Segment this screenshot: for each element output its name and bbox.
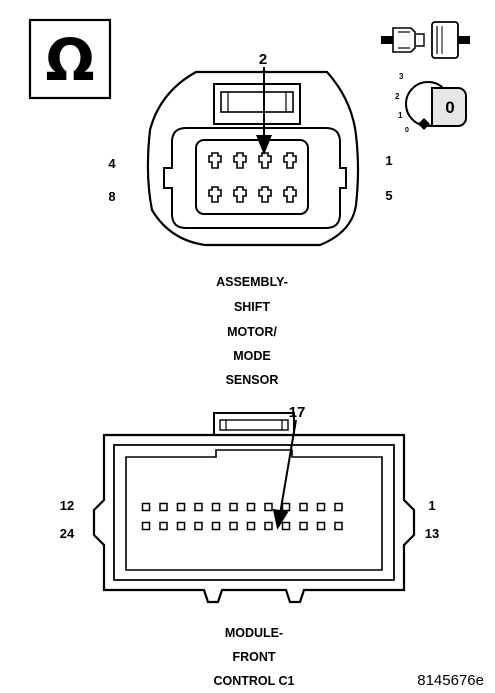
bottom-callout-number: 17 xyxy=(289,404,306,421)
top-pin-label-8: 8 xyxy=(108,189,115,204)
bottom-pin-12 xyxy=(141,502,151,512)
bottom-pin-9 xyxy=(194,502,203,512)
ignition-pos-0: 0 xyxy=(405,127,409,134)
ignition-pos-3: 3 xyxy=(399,72,404,81)
bottom-pin-16 xyxy=(281,521,291,531)
top-caption-line-4: MODE xyxy=(233,349,271,363)
bottom-pin-grid xyxy=(141,502,343,531)
ignition-pos-1: 1 xyxy=(398,111,403,120)
ohmmeter-icon: Ω xyxy=(28,18,112,100)
bottom-pin-4 xyxy=(281,502,291,512)
bottom-caption-line-1: MODULE- xyxy=(225,626,283,640)
shift-motor-connector xyxy=(146,70,360,247)
bottom-pin-20 xyxy=(211,521,221,531)
bottom-pin-10 xyxy=(176,502,186,512)
top-pin-label-1: 1 xyxy=(385,153,392,168)
bottom-pin-label-12: 12 xyxy=(60,498,74,513)
bottom-pin-11 xyxy=(159,502,168,512)
ignition-key-icon: 3 2 1 0 0 xyxy=(395,72,467,134)
top-caption-line-1: ASSEMBLY- xyxy=(216,275,288,289)
bottom-pin-8 xyxy=(211,502,221,512)
ignition-pos-2: 2 xyxy=(395,92,400,101)
bottom-pin-2 xyxy=(316,502,326,512)
top-pin-label-5: 5 xyxy=(385,188,392,203)
bottom-connector-caption: MODULE- FRONT CONTROL C1 xyxy=(213,626,294,688)
bottom-pin-14 xyxy=(316,521,326,531)
ignition-key-label: 0 xyxy=(445,98,454,117)
bottom-pin-label-13: 13 xyxy=(425,526,439,541)
bottom-pin-1 xyxy=(334,502,343,512)
bottom-pin-17 xyxy=(264,521,273,531)
ohm-symbol: Ω xyxy=(45,26,94,94)
bottom-pin-6 xyxy=(246,502,256,512)
top-caption-line-5: SENSOR xyxy=(226,373,279,387)
bottom-pin-label-24: 24 xyxy=(60,526,75,541)
bottom-caption-line-2: FRONT xyxy=(232,650,275,664)
bottom-pin-label-1: 1 xyxy=(428,498,435,513)
bottom-pin-13 xyxy=(334,521,343,531)
bottom-caption-line-3: CONTROL C1 xyxy=(213,674,294,688)
bottom-pin-7 xyxy=(229,502,238,512)
bottom-callout-arrow xyxy=(272,419,297,530)
bottom-pin-23 xyxy=(159,521,168,531)
connector-separate-icon xyxy=(381,21,470,59)
bottom-pin-5 xyxy=(264,502,273,512)
top-connector-caption: ASSEMBLY- SHIFT MOTOR/ MODE SENSOR xyxy=(216,275,288,387)
bottom-pin-19 xyxy=(229,521,238,531)
bottom-pin-15 xyxy=(299,521,308,531)
bottom-pin-22 xyxy=(176,521,186,531)
top-callout-number: 2 xyxy=(259,51,267,68)
bottom-pin-24 xyxy=(141,521,151,531)
top-caption-line-3: MOTOR/ xyxy=(227,325,277,339)
bottom-pin-18 xyxy=(246,521,256,531)
bottom-pin-3 xyxy=(299,502,308,512)
front-control-module-connector xyxy=(92,412,416,604)
top-pin-label-4: 4 xyxy=(108,156,116,171)
bottom-pin-21 xyxy=(194,521,203,531)
figure-id: 8145676e xyxy=(417,672,484,689)
top-caption-line-2: SHIFT xyxy=(234,300,270,314)
